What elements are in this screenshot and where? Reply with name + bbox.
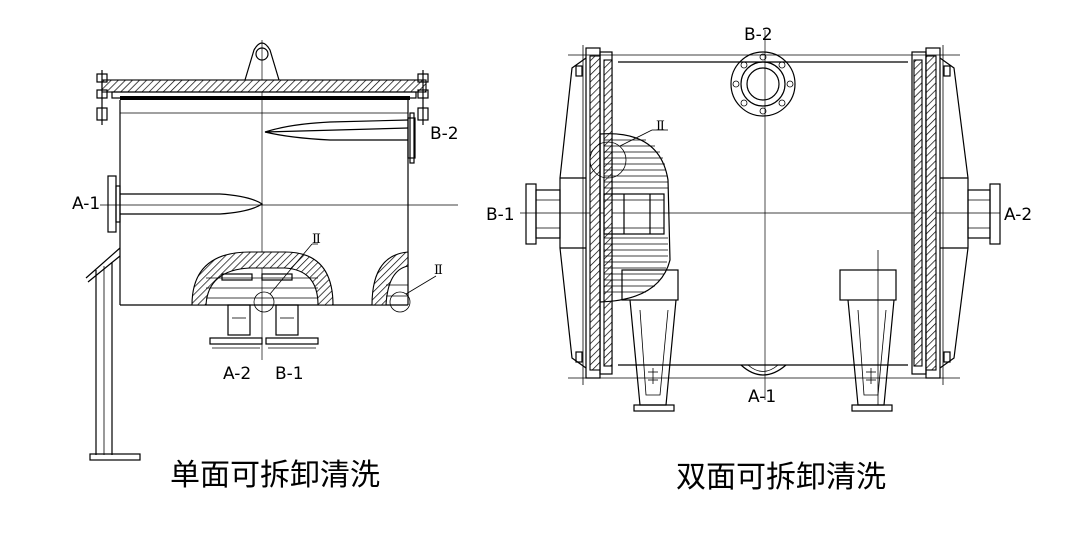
left-view-single-side-removable: B-2 A-1	[72, 40, 459, 493]
label-a1: A-1	[748, 387, 776, 407]
label-detail-ii-left-2: Ⅱ	[434, 263, 443, 278]
plate-pack-right	[371, 251, 409, 306]
caption-right: 双面可拆卸清洗	[676, 460, 886, 495]
caption-left: 单面可拆卸清洗	[170, 458, 380, 493]
bottom-nozzles	[209, 304, 319, 349]
support-saddle-right	[839, 250, 897, 412]
label-b1: B-1	[486, 205, 515, 225]
right-view-double-side-removable: B-1 A-2	[486, 25, 1032, 495]
nozzle-a1-flange	[740, 364, 787, 376]
label-detail-ii-left-1: Ⅱ	[312, 232, 321, 247]
top-cover-flange	[101, 79, 427, 93]
right-flange-stack	[911, 45, 944, 385]
nozzle-a2	[967, 183, 1001, 245]
detail-callout-right	[589, 129, 668, 179]
support-leg	[85, 247, 141, 461]
lifting-lug	[244, 42, 280, 81]
plate-pack-left	[191, 251, 334, 306]
nozzle-b1	[525, 183, 561, 245]
nozzle-b2-flange	[730, 51, 796, 117]
label-detail-ii-right: Ⅱ	[656, 119, 665, 134]
nozzle-a1	[107, 175, 264, 233]
detail-callout-left	[253, 243, 437, 313]
left-flange-stack	[582, 45, 613, 385]
support-saddle-left	[621, 269, 679, 412]
label-a2: A-2	[223, 364, 251, 384]
plate-bundle-section	[599, 133, 671, 303]
label-a1: A-1	[72, 194, 100, 214]
label-b2: B-2	[430, 124, 459, 144]
label-a2: A-2	[1004, 205, 1032, 225]
shell-body	[568, 54, 960, 379]
tube-sheet-top	[120, 96, 410, 100]
label-b2: B-2	[744, 25, 773, 45]
label-b1: B-1	[275, 364, 304, 384]
nozzle-b2	[264, 112, 416, 164]
flange-bolts	[96, 70, 429, 125]
